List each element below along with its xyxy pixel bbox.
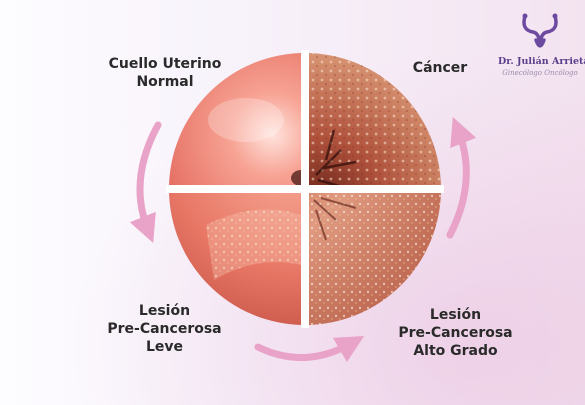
label-cancer: Cáncer xyxy=(405,59,475,77)
label-high-grade-lesion: Lesión Pre-Cancerosa Alto Grado xyxy=(388,306,523,360)
logo-subtitle: Ginecólogo Oncólogo xyxy=(498,69,582,77)
uterus-logo-icon xyxy=(519,10,561,54)
arrow-left-down xyxy=(140,125,158,230)
label-low-grade-lesion: Lesión Pre-Cancerosa Leve xyxy=(97,302,232,356)
arrow-bottom-right xyxy=(258,343,352,358)
label-normal-cervix: Cuello Uterino Normal xyxy=(95,55,235,91)
logo-name: Dr. Julián Arrieta xyxy=(498,56,582,67)
logo: Dr. Julián Arrieta Ginecólogo Oncólogo xyxy=(498,10,582,100)
arrow-right-up xyxy=(450,130,466,235)
